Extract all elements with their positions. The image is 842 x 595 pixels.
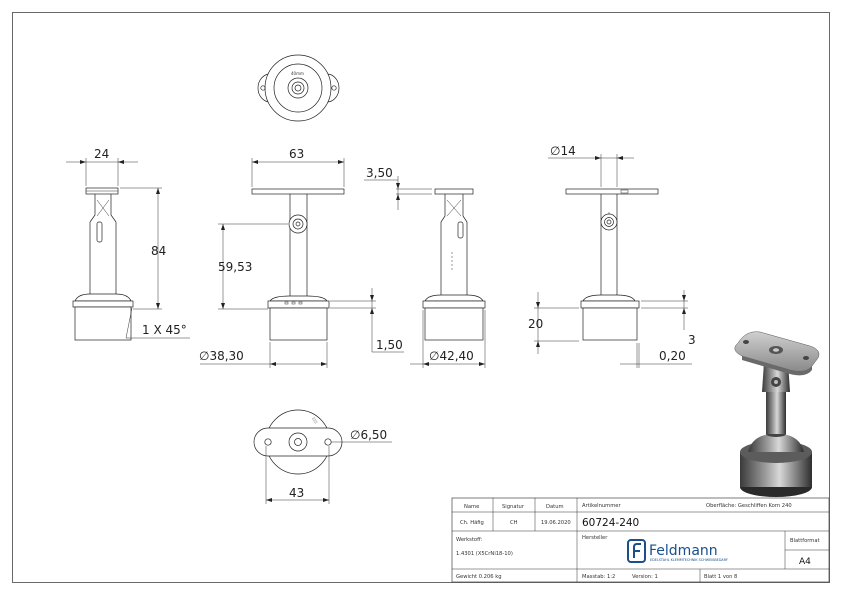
dim-height-59-53: 59,53 bbox=[218, 260, 252, 274]
side-view-3 bbox=[330, 176, 486, 368]
tb-date: 19.06.2020 bbox=[541, 520, 571, 526]
tb-header-date: Datum bbox=[546, 504, 564, 510]
dim-hole-14: ∅14 bbox=[550, 144, 576, 158]
tb-name: Ch. Häfig bbox=[460, 520, 484, 526]
tb-signature: CH bbox=[510, 520, 518, 526]
tb-article-label: Artikelnummer bbox=[582, 503, 621, 509]
tb-surface: Oberfläche: Geschliffen Korn 240 bbox=[706, 503, 792, 509]
drawing-frame bbox=[12, 12, 830, 583]
dim-diameter-38-30: ∅38,30 bbox=[199, 349, 244, 363]
tb-header-name: Name bbox=[464, 504, 479, 510]
side-view-1 bbox=[66, 158, 190, 341]
dim-height-20: 20 bbox=[528, 317, 543, 331]
svg-text:ΞΞΞ: ΞΞΞ bbox=[311, 417, 318, 425]
tb-format: A4 bbox=[799, 557, 811, 567]
tb-manufacturer-label: Hersteller bbox=[582, 535, 608, 541]
dim-diameter-42-40: ∅42,40 bbox=[429, 349, 474, 363]
tb-material: 1.4301 (X5CrNi18-10) bbox=[456, 551, 513, 557]
dim-hole-6-50: ∅6,50 bbox=[350, 428, 387, 442]
dim-height-84: 84 bbox=[151, 244, 166, 258]
front-view-2 bbox=[200, 158, 345, 368]
tb-logo-sub: EDELSTAHL KLEMMTECHNIK SCHWEIßBEDARF bbox=[650, 558, 728, 562]
dim-step-3: 3 bbox=[688, 333, 696, 347]
tb-format-label: Blattformat bbox=[790, 538, 820, 544]
tb-weight: Gewicht 0.206 kg bbox=[456, 574, 502, 580]
svg-text:40mm: 40mm bbox=[291, 71, 304, 76]
dim-width-43: 43 bbox=[289, 486, 304, 500]
feldmann-logo-icon bbox=[627, 539, 646, 563]
bottom-view: ΞΞΞ bbox=[253, 409, 392, 504]
isometric-render bbox=[734, 331, 820, 497]
front-view-4 bbox=[534, 154, 692, 368]
tb-header-signature: Signatur bbox=[502, 504, 525, 510]
dim-width-63: 63 bbox=[289, 147, 304, 161]
tb-scale: Masstab: 1:2 bbox=[582, 574, 615, 580]
tb-logo-text: Feldmann bbox=[649, 543, 718, 559]
tb-sheet: Blatt 1 von 8 bbox=[704, 574, 737, 580]
top-view: 40mm bbox=[257, 54, 340, 122]
dim-offset-0-20: 0,20 bbox=[659, 349, 686, 363]
dim-thickness-3-50: 3,50 bbox=[366, 166, 393, 180]
dim-chamfer: 1 X 45° bbox=[142, 323, 187, 337]
tb-version: Version: 1 bbox=[632, 574, 658, 580]
dim-width-24: 24 bbox=[94, 147, 109, 161]
tb-article-number: 60724-240 bbox=[582, 517, 639, 529]
dim-gap-1-50: 1,50 bbox=[376, 338, 403, 352]
tb-material-label: Werkstoff: bbox=[456, 537, 483, 543]
